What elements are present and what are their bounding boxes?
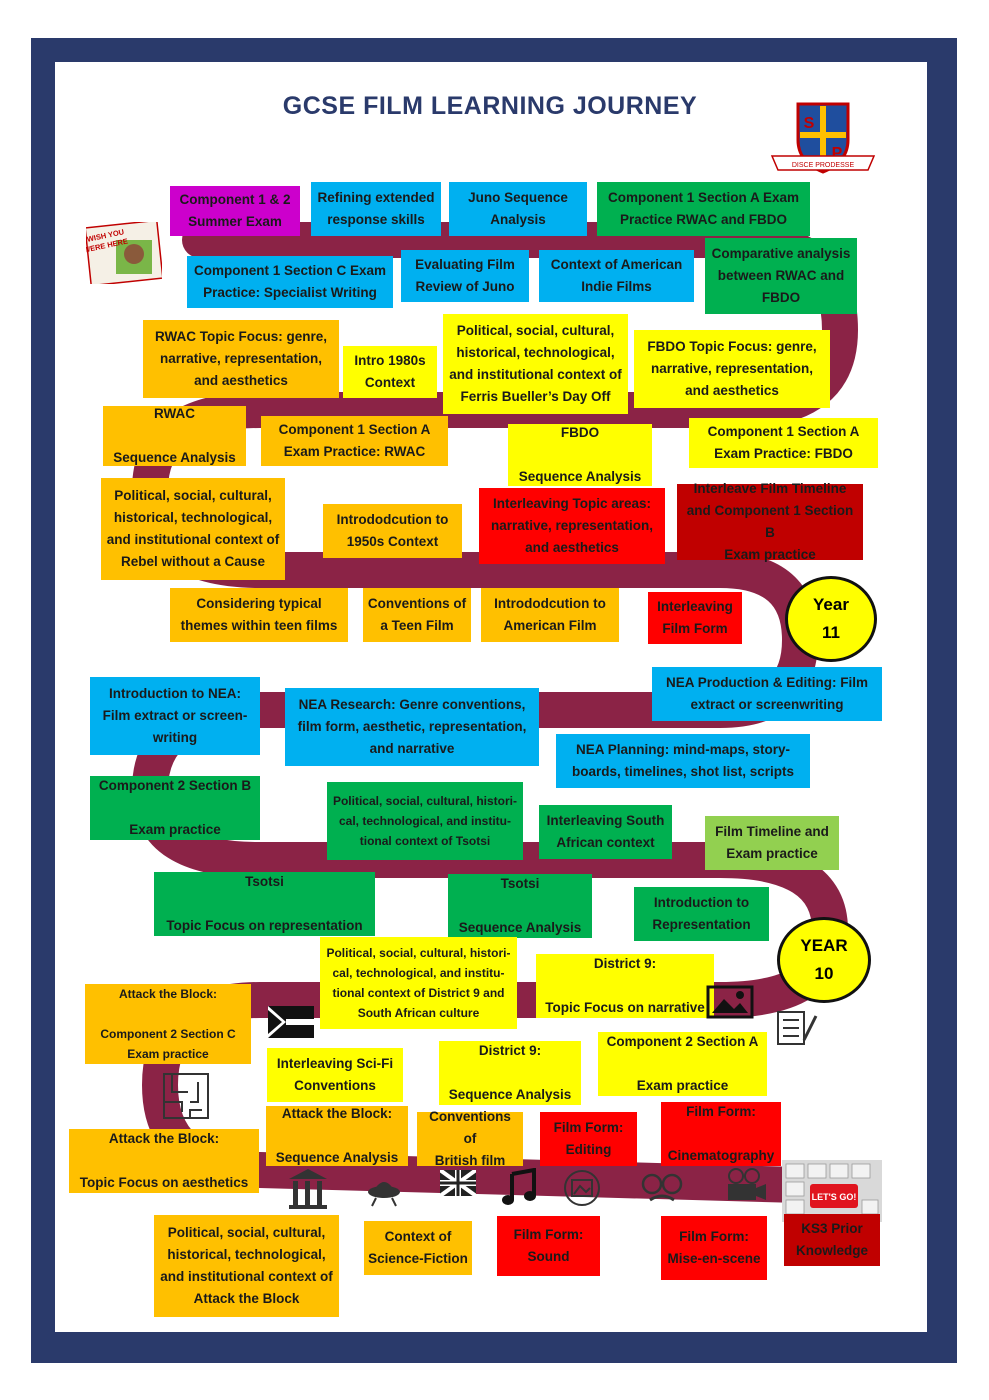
box-ferris-context: Political, social, cultural, historical,… [443,314,628,414]
year-10-badge: YEAR 10 [777,917,871,1003]
box-nea-research: NEA Research: Genre conventions, film fo… [285,688,539,766]
svg-text:P: P [832,145,843,162]
svg-text:DISCE PRODESSE: DISCE PRODESSE [792,162,855,169]
box-comp1c-specialist: Component 1 Section C Exam Practice: Spe… [187,256,393,308]
box-intro-1950s: Intrododcution to 1950s Context [323,504,462,558]
box-comp12-summer-exam: Component 1 & 2 Summer Exam [170,186,300,236]
box-intro-nea: Introduction to NEA: Film extract or scr… [90,677,260,755]
box-intro-representation: Introduction to Representation [634,887,769,941]
box-nea-planning: NEA Planning: mind-maps, story- boards, … [556,734,810,788]
box-context-indie: Context of American Indie Films [539,250,694,302]
building-icon [289,1169,327,1209]
svg-text:LET'S GO!: LET'S GO! [812,1192,857,1202]
box-form-sound: Film Form: Sound [497,1216,600,1276]
box-tsotsi-topic: Tsotsi Topic Focus on representation [154,872,375,936]
box-interleaving-form: Interleaving Film Form [648,592,742,644]
box-rwac-sequence: RWAC Sequence Analysis [103,406,246,466]
school-crest-icon: S P DISCE PRODESSE [770,102,876,174]
box-conventions-british: Conventions of British film [417,1109,523,1168]
box-d9-sequence: District 9: Sequence Analysis [439,1041,581,1105]
box-comp2b: Component 2 Section B Exam practice [90,776,260,840]
image-icon [706,985,754,1019]
box-fbdo-topic: FBDO Topic Focus: genre, narrative, repr… [634,330,830,408]
box-attack-context: Political, social, cultural, historical,… [154,1215,339,1317]
music-note-icon [502,1168,536,1205]
box-comp1a-rwac: Component 1 Section A Exam Practice: RWA… [261,416,448,466]
box-refining-skills: Refining extended response skills [311,182,441,236]
box-evaluating-juno: Evaluating Film Review of Juno [401,250,529,302]
postcard-icon: WISH YOU WERE HERE [86,222,162,284]
box-intro-american: Intrododcution to American Film [481,588,619,642]
box-film-timeline: Film Timeline and Exam practice [705,816,839,870]
disguise-glasses-icon [641,1173,683,1202]
box-comp2a: Component 2 Section A Exam practice [598,1032,767,1096]
keyboard-icon: LET'S GO! [782,1160,882,1222]
south-africa-flag-icon [268,1006,314,1038]
box-tsotsi-sequence: Tsotsi Sequence Analysis [448,874,592,938]
box-typical-themes: Considering typical themes within teen f… [170,588,348,642]
box-rwac-topic: RWAC Topic Focus: genre, narrative, repr… [143,320,339,398]
box-attack-aesthetics: Attack the Block: Topic Focus on aesthet… [69,1129,259,1193]
box-form-mise: Film Form: Mise-en-scene [661,1216,767,1280]
svg-text:S: S [804,115,815,132]
box-ks3-prior: KS3 Prior Knowledge [784,1214,880,1266]
box-juno-sequence: Juno Sequence Analysis [449,182,587,236]
box-tsotsi-context: Political, social, cultural, histori- ca… [327,782,523,860]
film-camera-icon [728,1168,766,1200]
box-attack-comp2c: Attack the Block: Component 2 Section C … [85,984,251,1064]
box-d9-context: Political, social, cultural, histori- ca… [320,937,517,1029]
box-comparative-analysis: Comparative analysis between RWAC and FB… [705,238,857,314]
box-comp1a-fbdo: Component 1 Section A Exam Practice: FBD… [689,418,878,468]
box-nea-production: NEA Production & Editing: Film extract o… [652,667,882,721]
box-form-editing: Film Form: Editing [540,1112,637,1166]
box-context-scifi: Context of Science-Fiction [364,1221,472,1275]
box-intro-1980s: Intro 1980s Context [343,346,437,398]
box-interleave-timeline: Interleave Film Timeline and Component 1… [677,481,863,562]
box-fbdo-sequence: FBDO Sequence Analysis [508,424,652,486]
checklist-icon [777,1011,818,1045]
box-interleaving-sa: Interleaving South African context [539,805,672,859]
box-attack-sequence: Attack the Block: Sequence Analysis [266,1106,408,1166]
ufo-icon [368,1182,400,1207]
box-conventions-teen: Conventions of a Teen Film [363,588,471,642]
box-d9-topic: District 9: Topic Focus on narrative [536,954,714,1018]
box-interleaving-scifi: Interleaving Sci-Fi Conventions [267,1048,403,1102]
box-interleaving-topic: Interleaving Topic areas: narrative, rep… [479,488,665,564]
uk-flag-icon [440,1170,476,1196]
page-title: GCSE FILM LEARNING JOURNEY [282,92,698,120]
year-11-badge: Year 11 [785,576,877,662]
box-comp1a-rwac-fbdo: Component 1 Section A Exam Practice RWAC… [597,182,810,236]
image-frame-icon [564,1170,600,1206]
box-form-cinematography: Film Form: Cinematography [661,1102,781,1166]
box-rebel-context: Political, social, cultural, historical,… [101,478,285,580]
maze-icon [163,1073,209,1119]
